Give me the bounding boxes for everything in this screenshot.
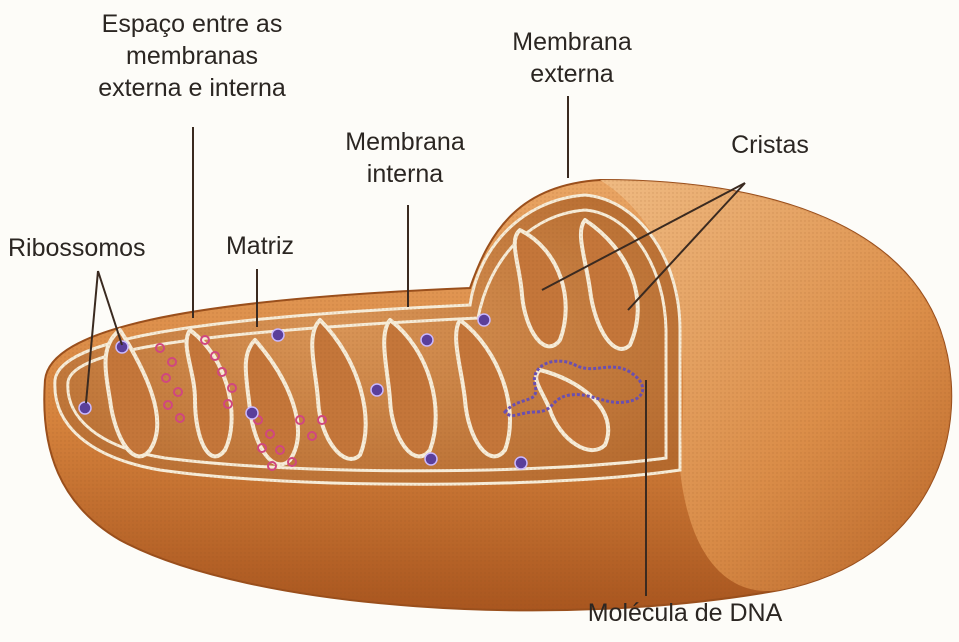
label-intermembrane-space: Espaço entre as membranas externa e inte… <box>62 8 322 104</box>
label-ribosomes: Ribossomos <box>0 232 188 264</box>
label-matrix: Matriz <box>210 230 310 262</box>
label-outer-membrane: Membrana externa <box>497 26 647 90</box>
label-dna-molecule: Molécula de DNA <box>570 597 800 629</box>
label-inner-membrane: Membrana interna <box>330 126 480 190</box>
label-cristae: Cristas <box>715 129 825 161</box>
